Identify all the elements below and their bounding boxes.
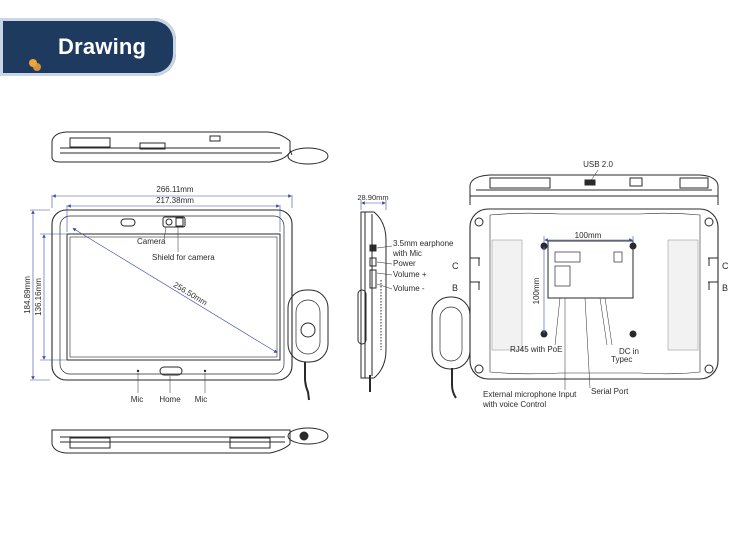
vesa-height-label: 100mm <box>532 277 541 304</box>
power-label: Power <box>393 259 416 268</box>
home-label: Home <box>159 395 181 404</box>
mic-right-icon <box>203 369 207 373</box>
section-c-right: C <box>722 261 729 271</box>
mic-input-label-1: External microphone Input <box>483 390 577 399</box>
side-dimensions <box>360 200 387 210</box>
mic-left-label: Mic <box>131 395 143 404</box>
home-button-icon <box>159 366 183 376</box>
serial-label: Serial Port <box>591 387 629 396</box>
back-leaders <box>554 297 613 390</box>
front-leaders <box>137 226 206 393</box>
front-sensor-icon <box>120 218 136 227</box>
front-diagonal-label: 256.50mm <box>172 280 209 307</box>
speaker-left <box>491 239 523 351</box>
mic-left-icon <box>136 369 140 373</box>
top-edge-view <box>51 131 329 165</box>
front-width-outer-label: 266.11mm <box>156 185 194 194</box>
section-c-left: C <box>452 261 459 271</box>
mic-input-label-2: with voice Control <box>482 400 546 409</box>
side-leaders <box>376 245 393 290</box>
camera-icon <box>162 216 186 228</box>
bottom-edge-view <box>51 427 329 454</box>
volume-down-label: Volume - <box>393 284 425 293</box>
camera-label: Camera <box>137 237 166 246</box>
vesa-hole-icon <box>629 242 637 250</box>
front-height-screen-label: 136.16mm <box>34 278 43 316</box>
vesa-width-label: 100mm <box>575 231 602 240</box>
usb-label: USB 2.0 <box>583 160 613 169</box>
front-view <box>51 209 329 401</box>
back-top-edge-view <box>469 174 719 205</box>
front-height-outer-label: 184.89mm <box>23 276 32 314</box>
rj45-label: RJ45 with PoE <box>510 345 562 354</box>
mic-right-label: Mic <box>195 395 207 404</box>
dc-label-2: Typec <box>611 355 632 364</box>
earphone-label-2: with Mic <box>392 249 422 258</box>
side-thickness-label: 28.90mm <box>357 193 388 202</box>
bullet-icon <box>29 59 41 71</box>
section-header <box>0 18 176 76</box>
front-width-screen-label: 217.38mm <box>156 196 194 205</box>
page-title: Drawing <box>58 34 147 59</box>
vesa-hole-icon <box>629 330 637 338</box>
volume-up-label: Volume + <box>393 270 427 279</box>
section-b-left: B <box>452 283 458 293</box>
earphone-label-1: 3.5mm earphone <box>393 239 454 248</box>
back-dimensions <box>542 236 634 334</box>
side-view <box>357 211 387 392</box>
shield-label: Shield for camera <box>152 253 215 262</box>
dc-label-1: DC in <box>619 347 639 356</box>
section-b-right: B <box>722 283 728 293</box>
back-view <box>431 208 719 399</box>
speaker-right <box>667 239 699 351</box>
front-dimensions <box>30 194 293 381</box>
